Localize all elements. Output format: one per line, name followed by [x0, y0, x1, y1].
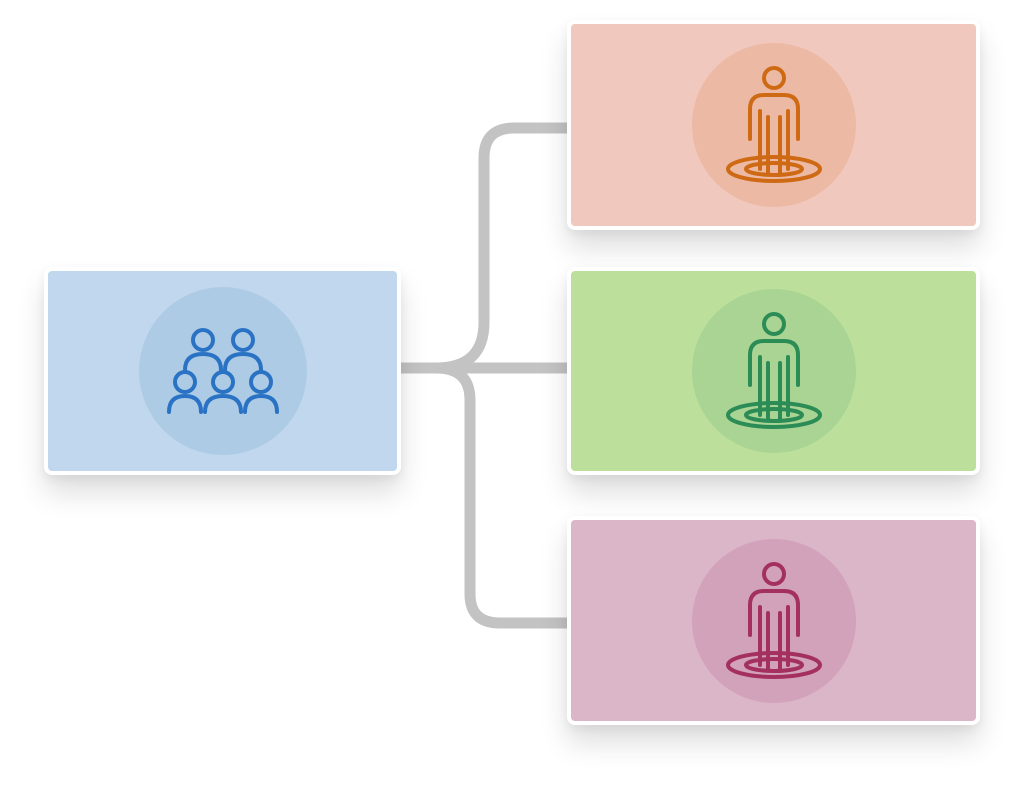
branch-connector [401, 122, 570, 629]
branch-card-1[interactable] [567, 20, 980, 230]
person-standing-icon [725, 312, 822, 429]
branch-icon-circle [691, 43, 856, 207]
branch-icon-circle [691, 289, 856, 453]
group-icon-circle [138, 287, 307, 455]
group-card[interactable] [44, 267, 401, 475]
person-standing-icon [725, 561, 822, 679]
person-standing-icon [725, 66, 822, 183]
branch-card-2[interactable] [567, 267, 980, 475]
branch-card-3[interactable] [567, 516, 980, 725]
people-group-icon [166, 328, 279, 414]
branch-icon-circle [691, 538, 856, 703]
